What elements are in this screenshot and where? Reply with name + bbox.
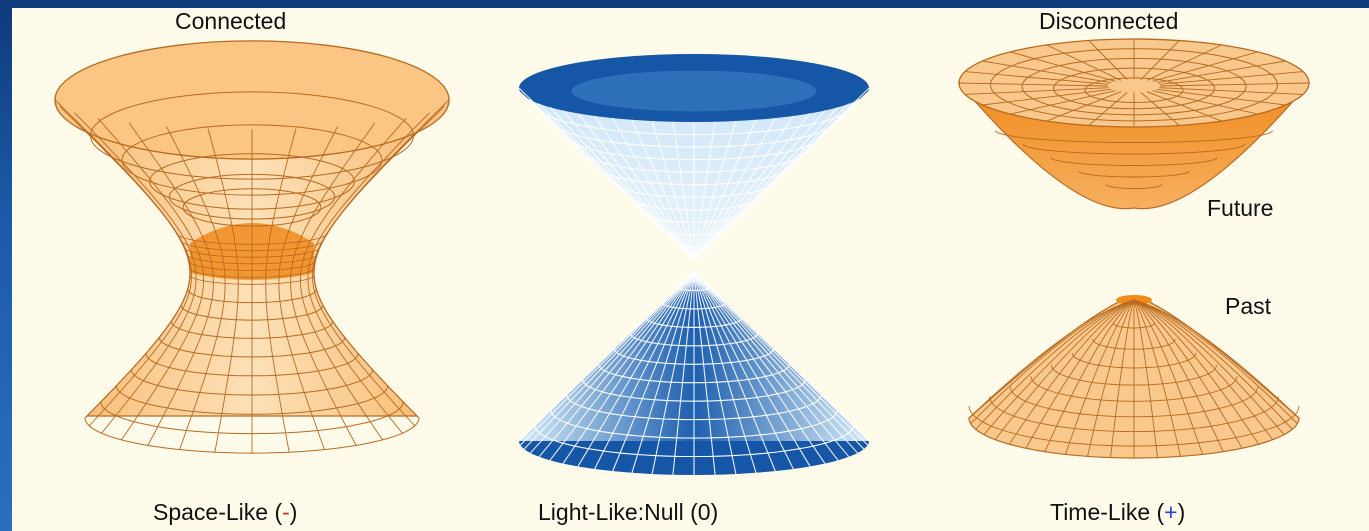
light-like-caption: Light-Like:Null (0): [538, 499, 718, 526]
space-like-text: Space-Like (: [153, 499, 282, 525]
light-cone: [519, 54, 869, 475]
time-like-caption: Time-Like (+): [1050, 499, 1185, 526]
diagram-panel: Connected Disconnected Future Past Space…: [12, 8, 1369, 531]
space-like-caption: Space-Like (-): [153, 499, 297, 526]
upper-cone-inner: [572, 71, 817, 112]
hyperboloid-one-sheet: [55, 41, 449, 453]
disconnected-label: Disconnected: [1039, 8, 1178, 35]
hyperboloid-future-sheet: [959, 39, 1309, 209]
negative-sign: -: [282, 499, 290, 525]
connected-label: Connected: [175, 8, 286, 35]
past-label: Past: [1225, 293, 1271, 320]
close-paren: ): [1178, 499, 1186, 525]
positive-sign: +: [1164, 499, 1177, 525]
diagram-svg: [12, 8, 1369, 531]
future-label: Future: [1207, 195, 1273, 222]
close-paren: ): [290, 499, 298, 525]
time-like-text: Time-Like (: [1050, 499, 1164, 525]
